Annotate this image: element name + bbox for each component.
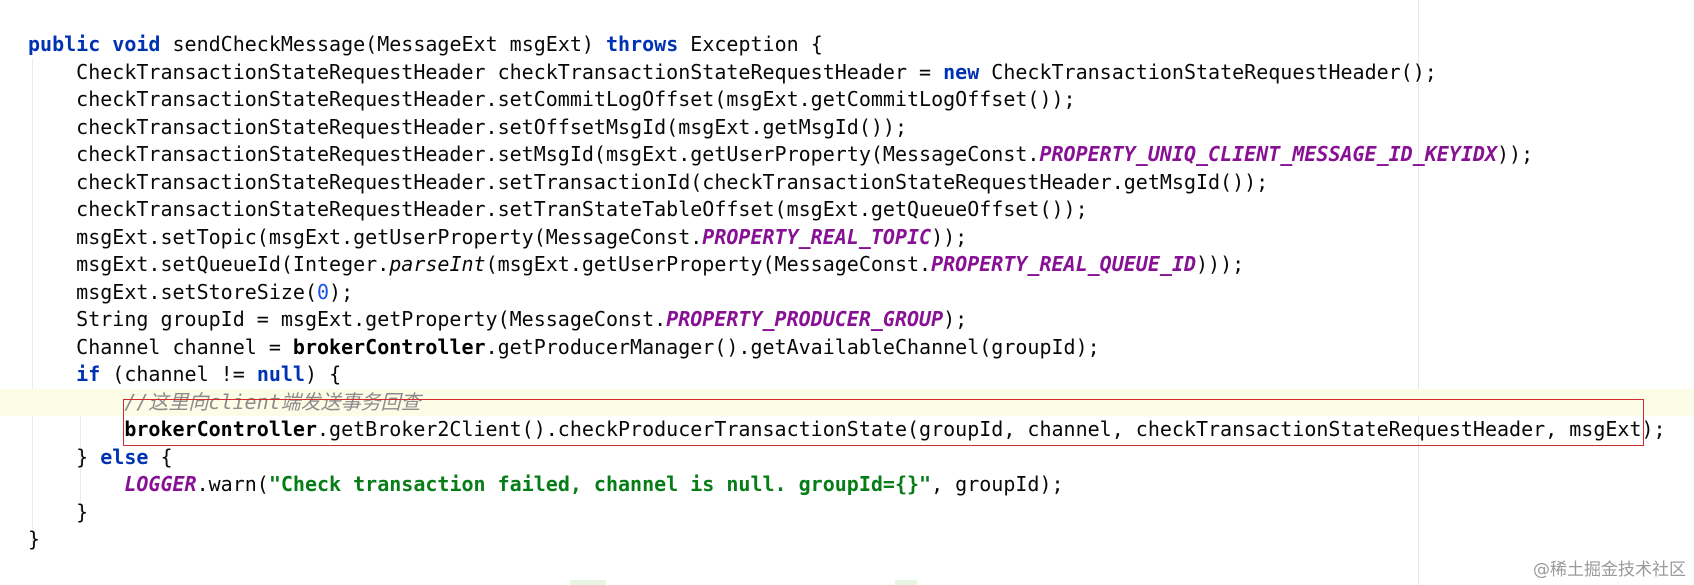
code-line[interactable]: CheckTransactionStateRequestHeader check… — [0, 59, 1694, 86]
code-token: LOGGER — [124, 472, 197, 496]
code-token: PROPERTY_REAL_TOPIC — [702, 224, 932, 249]
code-token: brokerController — [124, 417, 317, 441]
code-line[interactable]: msgExt.setQueueId(Integer.parseInt(msgEx… — [0, 251, 1694, 278]
code-token: )); — [931, 224, 968, 249]
code-line[interactable]: public void sendCheckMessage(MessageExt … — [0, 31, 1694, 58]
code-token: 0 — [316, 279, 330, 304]
code-token: CheckTransactionStateRequestHeader(); — [979, 59, 1437, 84]
code-line[interactable]: } — [0, 499, 1694, 526]
indent-guide — [32, 58, 33, 545]
watermark: @稀土掘金技术社区 — [1533, 560, 1686, 580]
code-token: } — [28, 527, 41, 551]
code-text: } — [28, 499, 88, 526]
code-token: } — [28, 444, 101, 469]
code-token: throws — [606, 32, 679, 56]
code-line[interactable]: msgExt.setTopic(msgExt.getUserProperty(M… — [0, 224, 1694, 251]
code-token: checkTransactionStateRequestHeader.setCo… — [28, 87, 1076, 111]
code-line[interactable]: checkTransactionStateRequestHeader.setOf… — [0, 114, 1694, 141]
code-line[interactable]: checkTransactionStateRequestHeader.setMs… — [0, 141, 1694, 168]
code-line[interactable]: msgExt.setStoreSize(0); — [0, 279, 1694, 306]
code-line[interactable]: String groupId = msgExt.getProperty(Mess… — [0, 306, 1694, 333]
code-text: checkTransactionStateRequestHeader.setCo… — [28, 86, 1076, 113]
code-token: ); — [329, 279, 354, 304]
code-token: .warn( — [196, 472, 269, 496]
code-text: msgExt.setQueueId(Integer.parseInt(msgEx… — [28, 251, 1244, 278]
code-token: } — [28, 499, 89, 524]
code-token: "Check transaction failed, channel is nu… — [268, 472, 932, 496]
code-line[interactable]: checkTransactionStateRequestHeader.setTr… — [0, 196, 1694, 223]
code-token: checkTransactionStateRequestHeader.setTr… — [28, 169, 1269, 194]
code-text: } — [28, 526, 40, 553]
code-token — [100, 32, 112, 56]
code-text: Channel channel = brokerController.getPr… — [28, 334, 1100, 361]
code-line[interactable]: checkTransactionStateRequestHeader.setCo… — [0, 86, 1694, 113]
code-token — [28, 390, 124, 414]
code-token: null — [256, 362, 305, 386]
code-text: String groupId = msgExt.getProperty(Mess… — [28, 306, 967, 333]
code-token: (msgExt.getUserProperty(MessageConst. — [485, 252, 932, 276]
code-text: //这里向client端发送事务回查 — [28, 389, 421, 416]
code-token: String groupId = msgExt.getProperty(Mess… — [28, 307, 667, 331]
code-line[interactable]: } — [0, 526, 1694, 553]
code-text: msgExt.setTopic(msgExt.getUserProperty(M… — [28, 224, 967, 251]
code-token: msgExt.setStoreSize( — [28, 279, 317, 304]
cropped-line-fragment — [570, 580, 606, 585]
code-token: Channel channel = — [28, 334, 293, 359]
right-margin-guide — [1418, 0, 1419, 585]
code-token: .getProducerManager().getAvailableChanne… — [485, 334, 1100, 359]
code-token: Exception { — [678, 32, 823, 56]
code-line[interactable]: } else { — [0, 444, 1694, 471]
code-token: { — [148, 444, 173, 469]
code-token: PROPERTY_PRODUCER_GROUP — [666, 307, 944, 331]
code-token: )); — [1497, 142, 1534, 166]
code-token: , groupId); — [931, 472, 1064, 496]
code-token: public — [28, 32, 101, 56]
code-text: if (channel != null) { — [28, 361, 341, 388]
highlight-annotation-box — [123, 399, 1644, 446]
code-token: parseInt — [389, 252, 486, 276]
code-text: } else { — [28, 444, 173, 471]
code-token: CheckTransactionStateRequestHeader check… — [28, 59, 944, 84]
code-token: else — [100, 444, 149, 469]
code-token: ); — [943, 307, 968, 331]
code-line[interactable]: Channel channel = brokerController.getPr… — [0, 334, 1694, 361]
code-token: checkTransactionStateRequestHeader.setOf… — [28, 114, 907, 139]
code-token: msgExt.setTopic(msgExt.getUserProperty(M… — [28, 224, 703, 249]
code-text: CheckTransactionStateRequestHeader check… — [28, 59, 1437, 86]
code-text: brokerController.getBroker2Client().chec… — [28, 416, 1666, 443]
code-token: ))); — [1196, 252, 1245, 276]
code-token: checkTransactionStateRequestHeader.setTr… — [28, 197, 1088, 221]
code-line[interactable]: LOGGER.warn("Check transaction failed, c… — [0, 471, 1694, 498]
code-token: (channel != — [100, 362, 257, 386]
code-token: .getBroker2Client().checkProducerTransac… — [316, 417, 1666, 441]
code-line-current[interactable]: //这里向client端发送事务回查 — [0, 388, 1694, 416]
code-text: checkTransactionStateRequestHeader.setOf… — [28, 114, 907, 141]
code-token: //这里向client端发送事务回查 — [124, 389, 421, 414]
code-line[interactable]: checkTransactionStateRequestHeader.setTr… — [0, 169, 1694, 196]
code-token: PROPERTY_REAL_QUEUE_ID — [931, 252, 1196, 276]
code-token — [28, 417, 124, 441]
code-token: checkTransactionStateRequestHeader.setMs… — [28, 142, 1040, 166]
indent-guide — [80, 396, 81, 511]
code-token — [28, 472, 124, 496]
code-text: LOGGER.warn("Check transaction failed, c… — [28, 471, 1064, 498]
code-token — [28, 362, 76, 386]
code-text: public void sendCheckMessage(MessageExt … — [28, 31, 823, 58]
code-line[interactable]: if (channel != null) { — [0, 361, 1694, 388]
code-token: msgExt.setQueueId(Integer. — [28, 252, 390, 276]
code-token: void — [112, 32, 161, 56]
code-token: PROPERTY_UNIQ_CLIENT_MESSAGE_ID_KEYIDX — [1039, 142, 1498, 166]
code-text: msgExt.setStoreSize(0); — [28, 279, 353, 306]
code-token: if — [76, 362, 101, 386]
code-text: checkTransactionStateRequestHeader.setTr… — [28, 169, 1268, 196]
code-line[interactable]: brokerController.getBroker2Client().chec… — [0, 416, 1694, 443]
code-token: new — [943, 59, 980, 84]
code-token: sendCheckMessage(MessageExt msgExt) — [160, 32, 606, 56]
cropped-line-fragment — [895, 580, 917, 585]
code-text: checkTransactionStateRequestHeader.setTr… — [28, 196, 1088, 223]
code-token: brokerController — [292, 334, 486, 359]
code-token: ) { — [304, 362, 342, 386]
code-text: checkTransactionStateRequestHeader.setMs… — [28, 141, 1533, 168]
